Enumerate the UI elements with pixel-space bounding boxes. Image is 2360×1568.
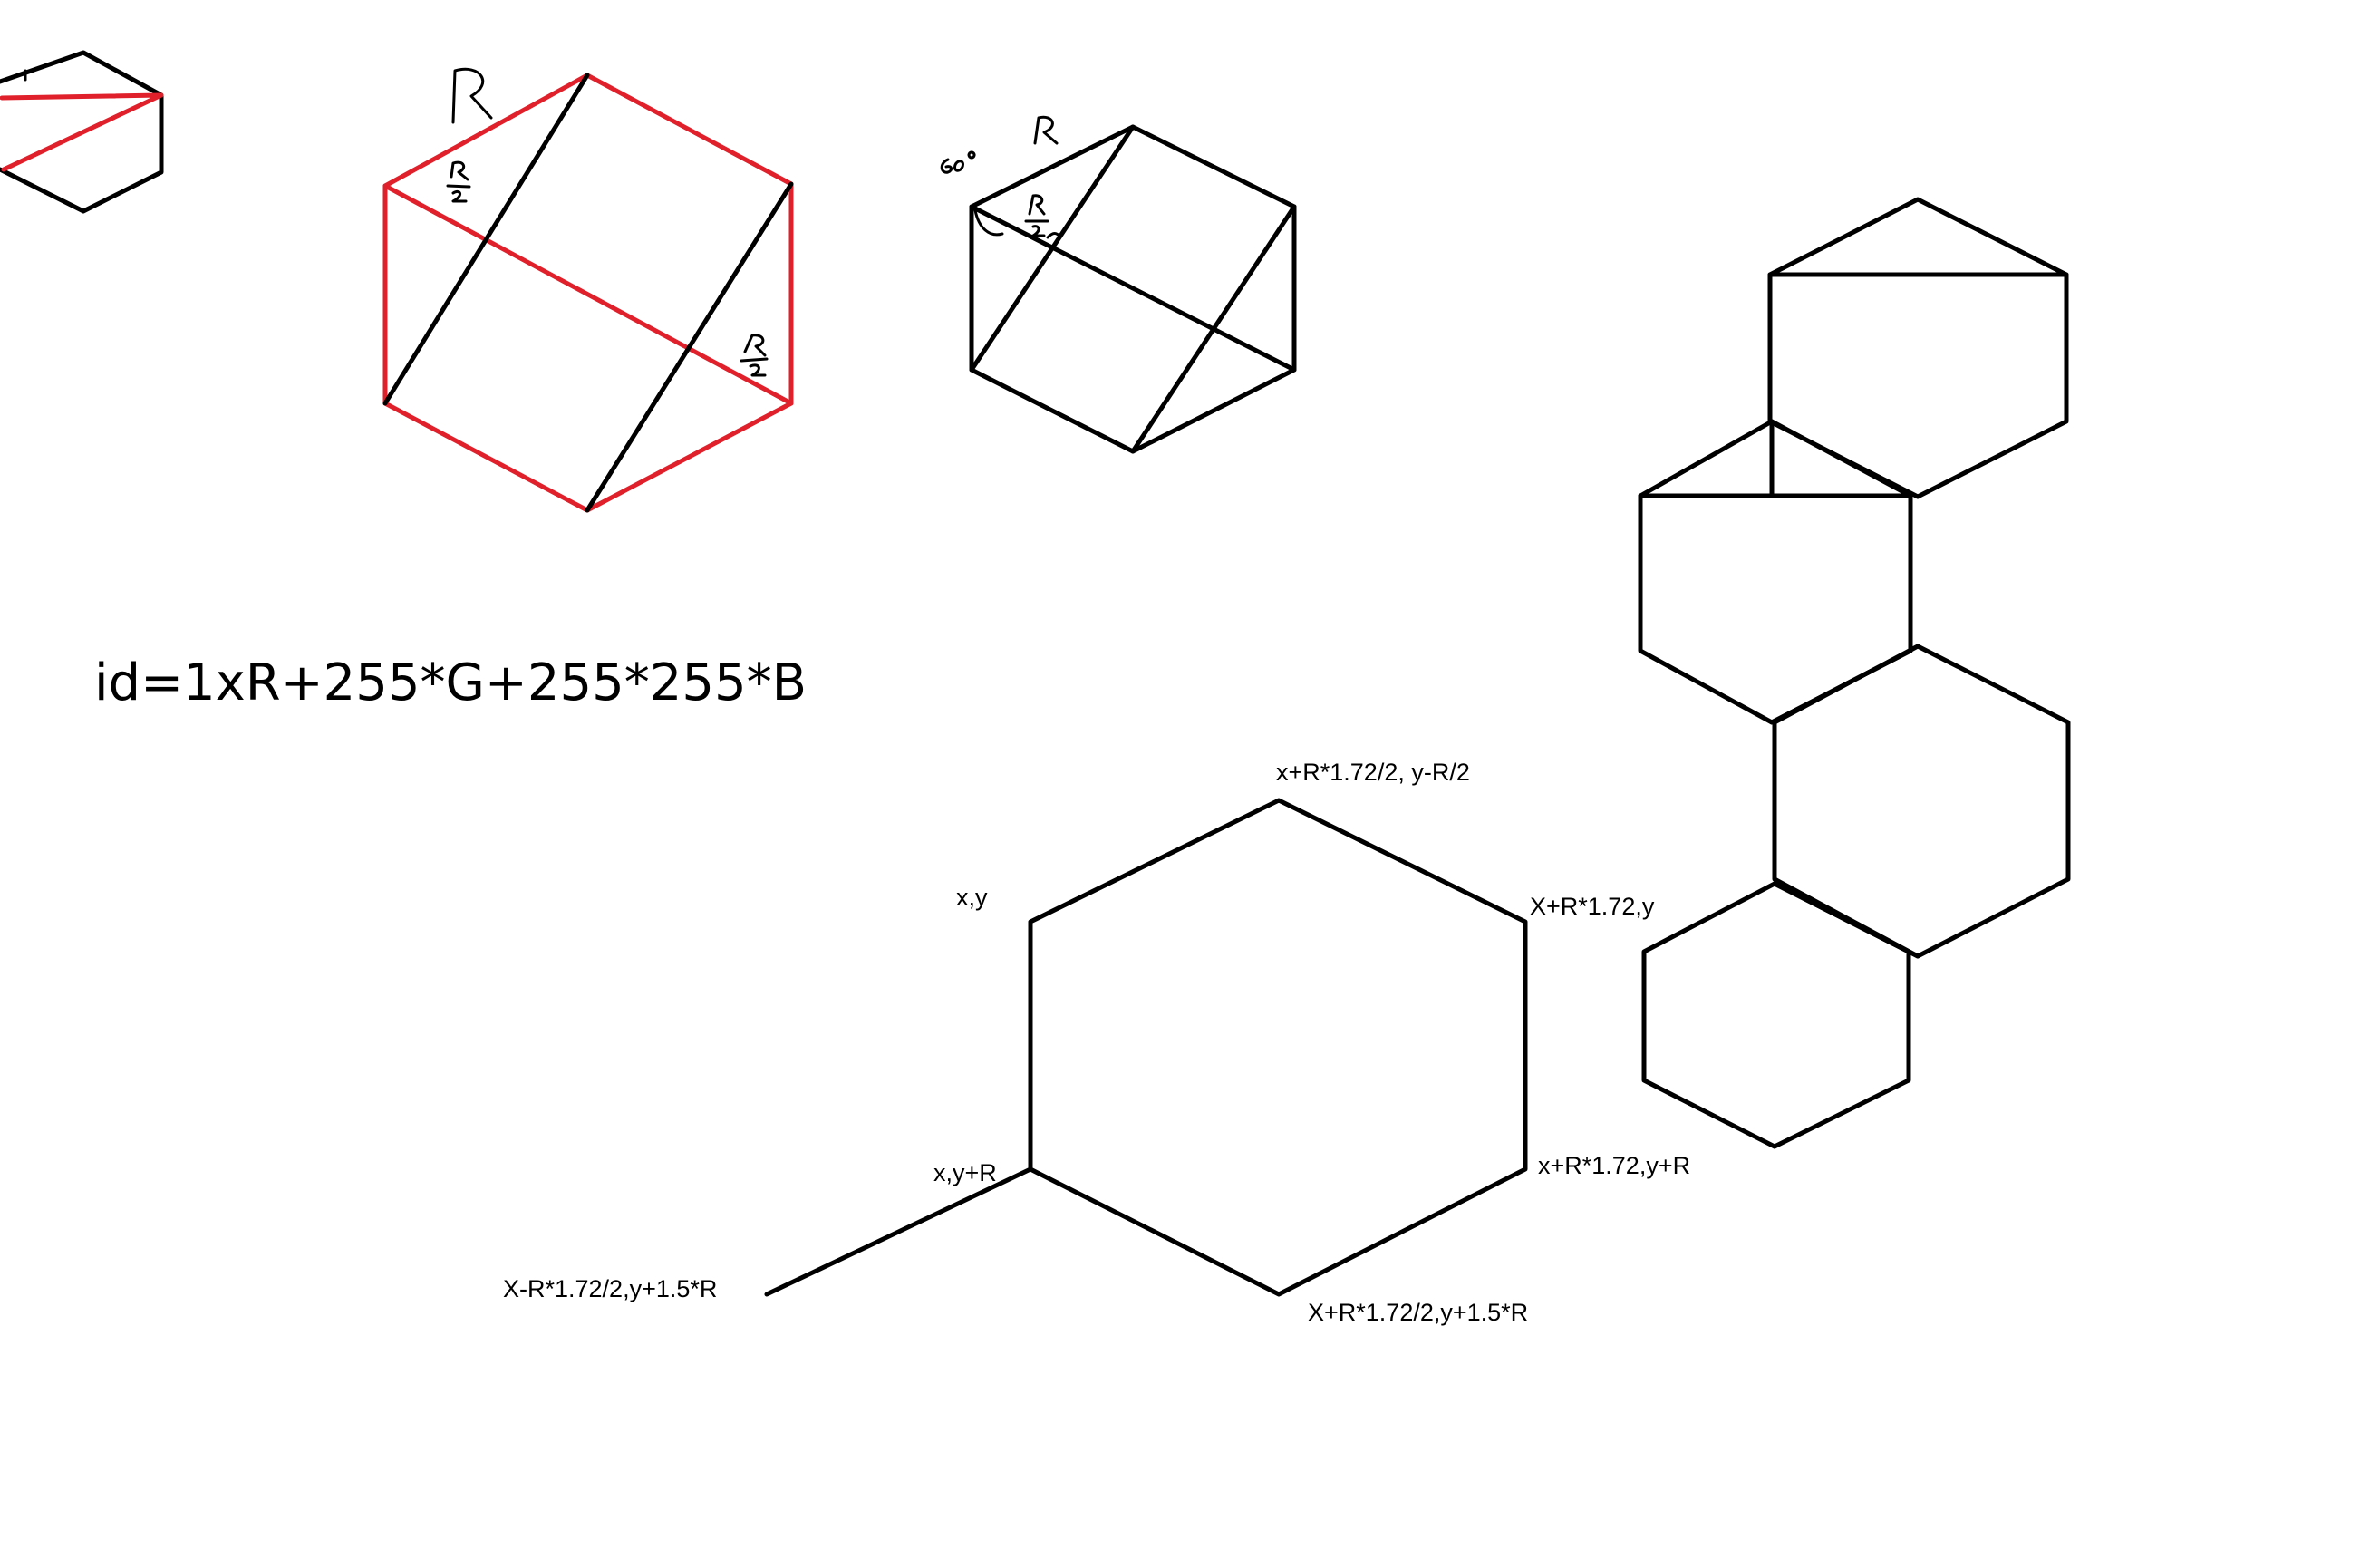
labeled-hexagon-outline — [1028, 798, 1528, 1297]
vertex-label-bottom-left: x,y+R — [933, 1159, 997, 1186]
angle-arc — [973, 208, 1004, 237]
vertex-label-bottom: X+R*1.72/2,y+1.5*R — [1308, 1299, 1528, 1326]
handwritten-r-label-2 — [1033, 115, 1059, 145]
handwritten-r-half-label-1 — [446, 160, 471, 203]
red-hexagon-sketch — [382, 67, 794, 513]
id-formula: id=1xR+255*G+255*255*B — [94, 653, 807, 712]
vertex-label-top-right: X+R*1.72,y — [1530, 893, 1655, 920]
hexagon-tiling-sketch — [1638, 197, 2071, 1149]
small-hexagon-sketch — [0, 50, 164, 214]
handwritten-r-half-label-3 — [1024, 194, 1062, 239]
extension-line — [764, 1166, 1033, 1297]
vertex-label-outer-left: X-R*1.72/2,y+1.5*R — [503, 1275, 717, 1302]
handwritten-r-half-label-2 — [740, 334, 769, 377]
vertex-label-top-left: x,y — [956, 884, 988, 911]
labeled-hexagon: x+R*1.72/2, y-R/2 x,y X+R*1.72,y x,y+R x… — [503, 759, 1690, 1326]
vertex-label-top: x+R*1.72/2, y-R/2 — [1276, 759, 1470, 786]
vertex-label-bottom-right: x+R*1.72,y+R — [1538, 1152, 1690, 1179]
black-hexagon-sketch — [940, 115, 1297, 454]
handwritten-r-label — [451, 67, 493, 124]
handwritten-60-degree-label — [940, 150, 976, 174]
